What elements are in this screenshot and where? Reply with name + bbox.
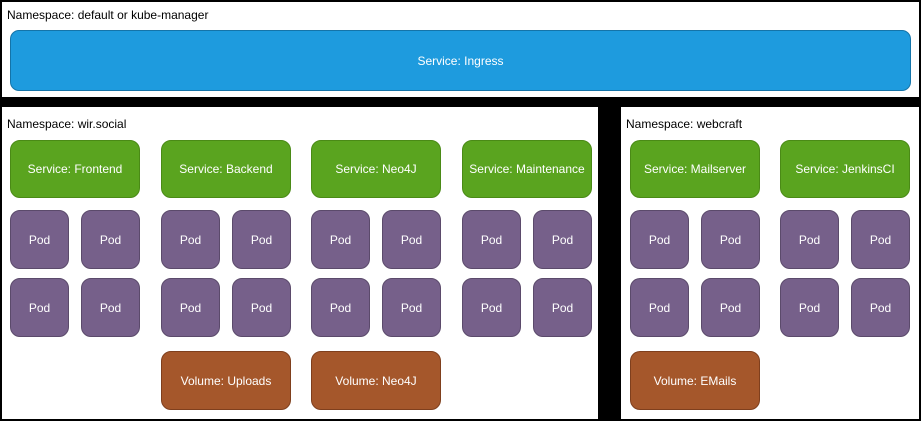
- pod-box: Pod: [10, 278, 69, 337]
- pod-box: Pod: [780, 278, 839, 337]
- service-group-maintenance: Service: Maintenance Pod Pod Pod Pod: [462, 107, 592, 419]
- pod-box: Pod: [851, 210, 910, 269]
- service-ingress-box: Service: Ingress: [10, 30, 911, 91]
- pod-box: Pod: [533, 210, 592, 269]
- pod-box: Pod: [232, 210, 291, 269]
- pod-box: Pod: [382, 210, 441, 269]
- namespace-panel-default: Namespace: default or kube-manager Servi…: [2, 2, 919, 97]
- service-group-backend: Service: Backend Pod Pod Pod Pod Volume:…: [161, 107, 291, 419]
- service-backend-box: Service: Backend: [161, 140, 291, 198]
- namespace-title: Namespace: webcraft: [626, 117, 743, 131]
- namespace-title: Namespace: default or kube-manager: [7, 8, 209, 22]
- pod-box: Pod: [232, 278, 291, 337]
- pod-box: Pod: [161, 278, 220, 337]
- service-mailserver-box: Service: Mailserver: [630, 140, 760, 198]
- namespace-title: Namespace: wir.social: [7, 117, 127, 131]
- service-jenkinsci-box: Service: JenkinsCI: [780, 140, 910, 198]
- pod-box: Pod: [701, 210, 760, 269]
- pod-box: Pod: [382, 278, 441, 337]
- service-group-mailserver: Service: Mailserver Pod Pod Pod Pod Volu…: [630, 107, 760, 419]
- volume-uploads-box: Volume: Uploads: [161, 351, 291, 410]
- namespace-panel-webcraft: Namespace: webcraft Service: Mailserver …: [621, 107, 919, 419]
- pod-box: Pod: [462, 278, 521, 337]
- pod-box: Pod: [311, 210, 370, 269]
- pod-box: Pod: [630, 210, 689, 269]
- pod-box: Pod: [311, 278, 370, 337]
- pod-box: Pod: [10, 210, 69, 269]
- pod-box: Pod: [81, 278, 140, 337]
- pod-box: Pod: [630, 278, 689, 337]
- service-group-frontend: Service: Frontend Pod Pod Pod Pod: [10, 107, 140, 419]
- pod-box: Pod: [462, 210, 521, 269]
- pod-box: Pod: [701, 278, 760, 337]
- pod-box: Pod: [161, 210, 220, 269]
- pod-box: Pod: [533, 278, 592, 337]
- pod-box: Pod: [81, 210, 140, 269]
- volume-emails-box: Volume: EMails: [630, 351, 760, 410]
- pod-box: Pod: [780, 210, 839, 269]
- volume-neo4j-box: Volume: Neo4J: [311, 351, 441, 410]
- pod-box: Pod: [851, 278, 910, 337]
- service-frontend-box: Service: Frontend: [10, 140, 140, 198]
- service-group-jenkinsci: Service: JenkinsCI Pod Pod Pod Pod: [780, 107, 910, 419]
- service-group-neo4j: Service: Neo4J Pod Pod Pod Pod Volume: N…: [311, 107, 441, 419]
- namespace-panel-wir-social: Namespace: wir.social Service: Frontend …: [2, 107, 598, 419]
- service-neo4j-box: Service: Neo4J: [311, 140, 441, 198]
- service-maintenance-box: Service: Maintenance: [462, 140, 592, 198]
